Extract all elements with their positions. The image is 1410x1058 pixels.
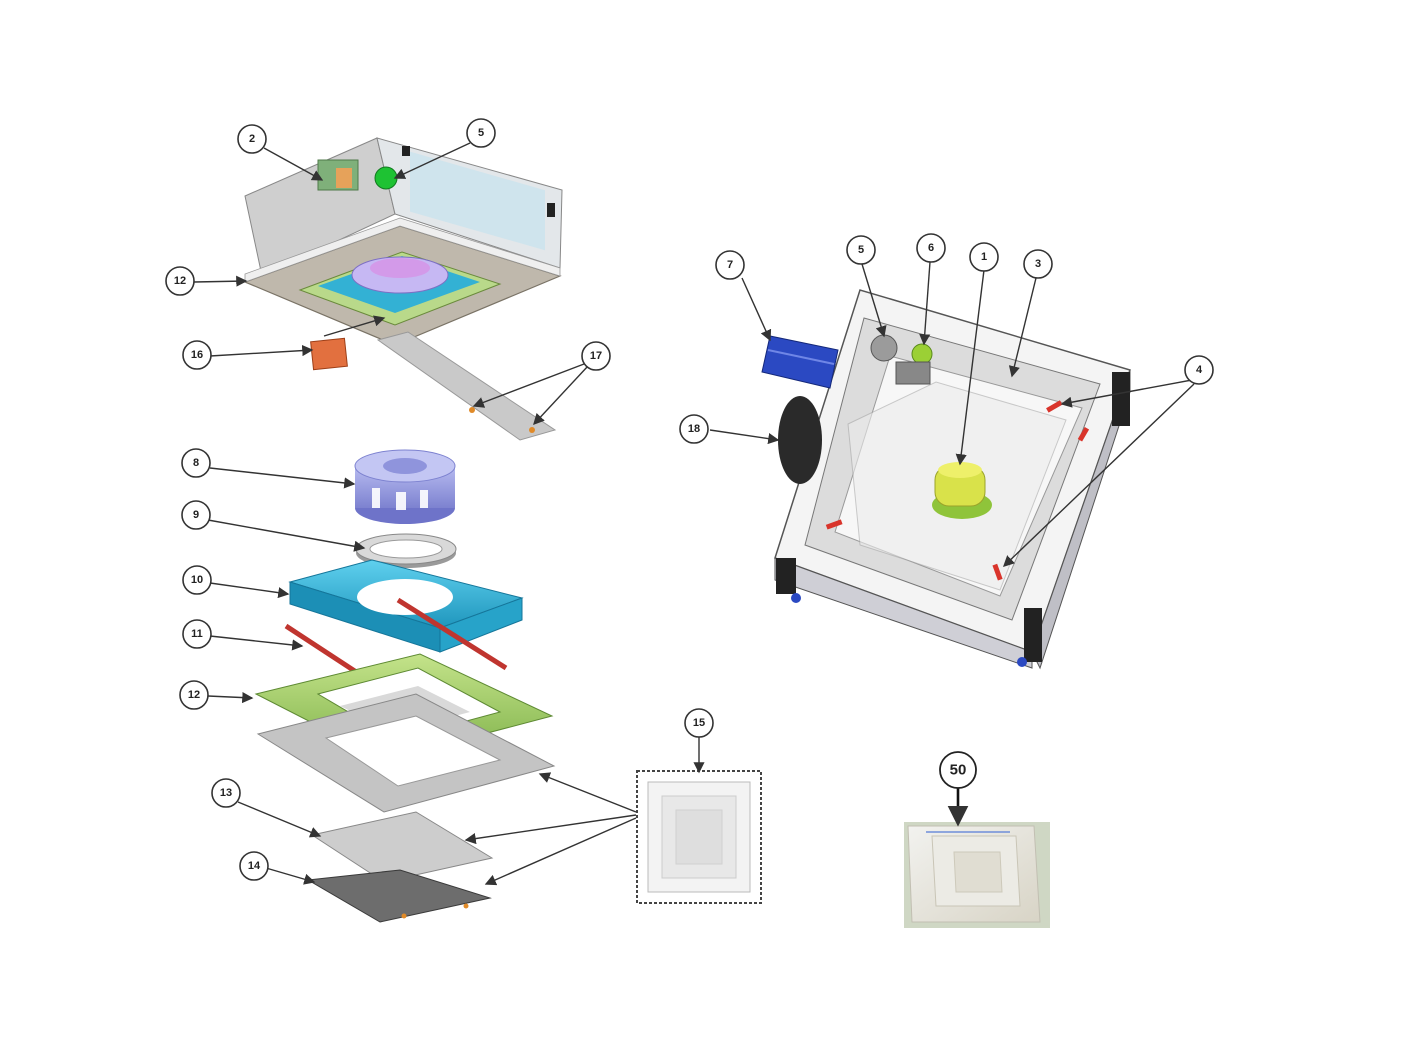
base-plate-dot-2 <box>463 903 469 909</box>
callout-11: 11 <box>182 619 212 649</box>
corner-block-2 <box>1024 608 1042 662</box>
blue-duct-line <box>767 349 835 365</box>
callout-1: 1 <box>969 242 999 272</box>
callout-12-frame: 12 <box>179 680 209 710</box>
callout-10: 10 <box>182 565 212 595</box>
svg-text:18: 18 <box>688 423 700 435</box>
red-clip-1 <box>1046 400 1063 413</box>
svg-text:12: 12 <box>174 275 186 287</box>
gasket-sheet-hole <box>324 715 502 787</box>
unit-bracket-1 <box>402 146 410 156</box>
red-clip-3 <box>825 519 843 530</box>
svg-text:1: 1 <box>981 251 987 263</box>
base-plate-dot-1 <box>401 913 407 919</box>
svg-text:7: 7 <box>727 259 733 271</box>
unit-bottom-rim <box>244 217 561 283</box>
float-switch <box>911 343 933 365</box>
svg-text:8: 8 <box>193 457 199 469</box>
callout-6: 6 <box>916 233 946 263</box>
unit-window-panel <box>410 151 545 251</box>
callout-7: 7 <box>715 250 745 280</box>
motor-top <box>938 462 982 478</box>
callout-5-unit: 5 <box>466 118 496 148</box>
assembled-unit <box>243 137 563 441</box>
callout-3: 3 <box>1023 249 1053 279</box>
svg-text:5: 5 <box>858 244 864 256</box>
callout-50: 50 <box>939 751 977 789</box>
open-unit-side-left <box>774 557 1033 669</box>
callout-17: 17 <box>581 341 611 371</box>
corner-block-3 <box>776 558 796 594</box>
callout-8: 8 <box>181 448 211 478</box>
svg-text:3: 3 <box>1035 258 1041 270</box>
svg-text:13: 13 <box>220 787 232 799</box>
callout-5-open: 5 <box>846 235 876 265</box>
filter-plate <box>310 811 494 883</box>
grille-panel <box>636 770 762 904</box>
inlet-ring <box>355 533 457 568</box>
callout-4: 4 <box>1184 355 1214 385</box>
drain-motor <box>778 396 822 484</box>
callout-15: 15 <box>684 708 714 738</box>
open-unit <box>761 289 1131 670</box>
pump-bracket <box>895 361 931 385</box>
svg-text:11: 11 <box>191 628 203 640</box>
svg-text:12: 12 <box>188 689 200 701</box>
callout-18: 18 <box>679 414 709 444</box>
leader-lines <box>193 142 1195 886</box>
svg-text:50: 50 <box>950 762 967 779</box>
unit-sensor-block <box>310 337 348 371</box>
base-plate <box>306 869 492 923</box>
svg-text:2: 2 <box>249 133 255 145</box>
blower-fan <box>354 449 456 524</box>
callout-13: 13 <box>211 778 241 808</box>
unit-valve <box>336 168 352 188</box>
unit-fan-hub <box>370 258 430 278</box>
svg-text:14: 14 <box>248 860 261 872</box>
svg-text:16: 16 <box>191 349 203 361</box>
pump-part <box>870 334 898 362</box>
svg-text:9: 9 <box>193 509 199 521</box>
foot-1 <box>791 593 801 603</box>
unit-louver-pin-1 <box>469 407 475 413</box>
callout-2: 2 <box>237 124 267 154</box>
foot-2 <box>1017 657 1027 667</box>
exploded-stack <box>254 449 556 923</box>
red-clip-2 <box>1077 426 1090 442</box>
svg-text:5: 5 <box>478 127 484 139</box>
unit-green-pump <box>374 166 398 190</box>
svg-text:4: 4 <box>1196 364 1203 376</box>
unit-louver-pin-2 <box>529 427 535 433</box>
svg-text:17: 17 <box>590 350 602 362</box>
callout-16: 16 <box>182 340 212 370</box>
callout-9: 9 <box>181 500 211 530</box>
callout-14: 14 <box>239 851 269 881</box>
svg-text:10: 10 <box>191 574 203 586</box>
corner-block-1 <box>1112 372 1130 426</box>
callout-12-unit: 12 <box>165 266 195 296</box>
svg-text:15: 15 <box>693 717 705 729</box>
red-clip-4 <box>992 563 1003 581</box>
unit-bracket-2 <box>547 203 555 217</box>
svg-text:6: 6 <box>928 242 934 254</box>
grille-photo <box>904 822 1050 928</box>
unit-louver-strip <box>376 331 557 441</box>
blue-duct <box>761 335 839 389</box>
